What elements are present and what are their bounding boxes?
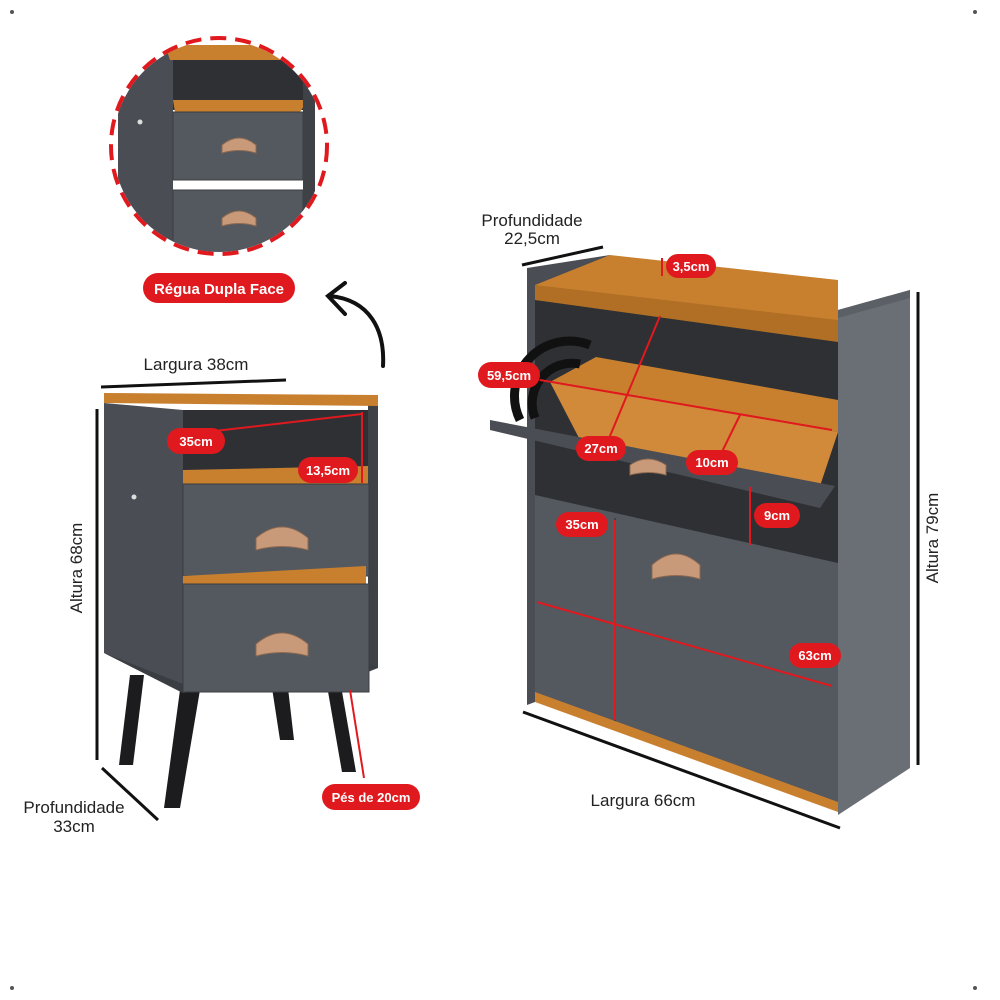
pill-flap-lip: 10cm: [686, 450, 738, 475]
pill-top-rail: 3,5cm: [666, 254, 716, 278]
flap-handle-icon: [629, 458, 667, 476]
leg: [119, 675, 144, 765]
svg-text:Pés de 20cm: Pés de 20cm: [332, 790, 411, 805]
callout-label-pill: Régua Dupla Face: [143, 273, 295, 303]
zoom-callout: [109, 36, 329, 256]
leg: [164, 690, 200, 808]
corner-marks: [10, 10, 977, 990]
svg-text:10cm: 10cm: [695, 455, 728, 470]
pill-legs: Pés de 20cm: [322, 784, 420, 810]
pill-flap-depth: 27cm: [576, 436, 626, 461]
drawer-handle-icon: [255, 632, 309, 657]
nightstand-depth-label: Profundidade: [23, 798, 124, 817]
shoe-rack-height-label: Altura 79cm: [923, 493, 942, 584]
nightstand-height-label: Altura 68cm: [67, 523, 86, 614]
curved-arrow-icon: [325, 281, 386, 368]
svg-text:9cm: 9cm: [764, 508, 790, 523]
nightstand-depth-value: 33cm: [53, 817, 95, 836]
nightstand-width-label: Largura 38cm: [144, 355, 249, 374]
shoe-rack-dimensions: [521, 245, 920, 830]
svg-text:27cm: 27cm: [584, 441, 617, 456]
svg-text:35cm: 35cm: [179, 434, 212, 449]
svg-text:59,5cm: 59,5cm: [487, 368, 531, 383]
pill-inner-height: 13,5cm: [298, 457, 358, 483]
shoe-rack-width-label: Largura 66cm: [591, 791, 696, 810]
pill-door-width: 63cm: [789, 643, 841, 668]
svg-text:3,5cm: 3,5cm: [673, 259, 710, 274]
door-handle-icon: [651, 553, 701, 580]
shoe-rack-depth-label: Profundidade: [481, 211, 582, 230]
svg-text:35cm: 35cm: [565, 517, 598, 532]
pill-flap-width: 59,5cm: [478, 362, 540, 388]
svg-text:13,5cm: 13,5cm: [306, 463, 350, 478]
nightstand-dimensions: [95, 378, 287, 822]
drawer-handle-icon: [255, 526, 309, 551]
shoe-rack-depth-value: 22,5cm: [504, 229, 560, 248]
nightstand: [104, 393, 378, 808]
pill-door-height: 35cm: [556, 512, 608, 537]
leg: [326, 680, 356, 772]
svg-text:63cm: 63cm: [798, 648, 831, 663]
callout-label: Régua Dupla Face: [154, 281, 284, 298]
shoe-rack: [490, 255, 910, 815]
pill-gap: 9cm: [754, 503, 800, 528]
pill-inner-width: 35cm: [167, 428, 225, 454]
leg: [272, 688, 294, 740]
